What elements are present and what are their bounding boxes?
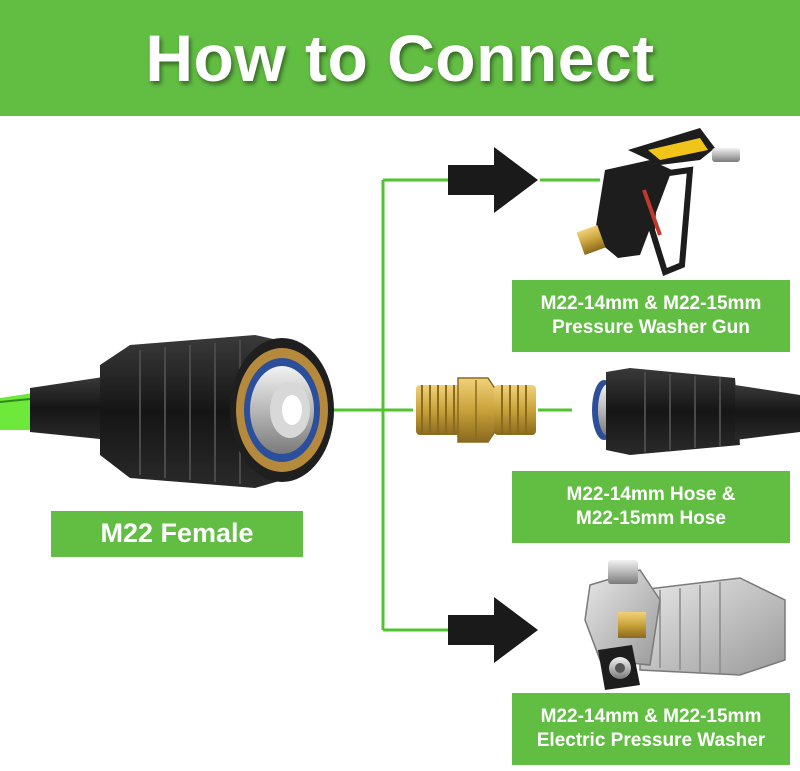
arrow-right-icon — [448, 597, 538, 663]
hose-label-line1: M22-14mm Hose & — [566, 484, 736, 506]
connector-lines — [330, 178, 600, 632]
m22-female-fitting-icon — [0, 335, 334, 488]
electric-pressure-washer-label-line2: Electric Pressure Washer — [536, 730, 766, 751]
hose-fitting-icon — [592, 368, 800, 455]
electric-pressure-washer-label-line1: M22-14mm & M22-15mm — [540, 706, 762, 728]
hose-label: M22-14mm Hose & M22-15mm Hose — [512, 471, 790, 543]
brass-adapter-icon — [416, 377, 536, 443]
electric-pressure-washer-label: M22-14mm & M22-15mm Electric Pressure Wa… — [512, 693, 790, 765]
electric-pressure-washer-pump-icon — [584, 560, 786, 690]
m22-female-label: M22 Female — [51, 511, 303, 557]
hose-label-line2: M22-15mm Hose — [576, 508, 726, 529]
pressure-washer-gun-label: M22-14mm & M22-15mm Pressure Washer Gun — [512, 280, 790, 352]
pressure-washer-gun-label-line2: Pressure Washer Gun — [552, 317, 750, 338]
header-banner: How to Connect — [0, 0, 800, 116]
pressure-washer-gun-label-line1: M22-14mm & M22-15mm — [540, 293, 762, 315]
m22-female-label-text: M22 Female — [100, 518, 254, 549]
pressure-washer-gun-icon — [576, 128, 740, 277]
page-title: How to Connect — [145, 21, 655, 95]
arrow-right-icon — [448, 147, 538, 213]
